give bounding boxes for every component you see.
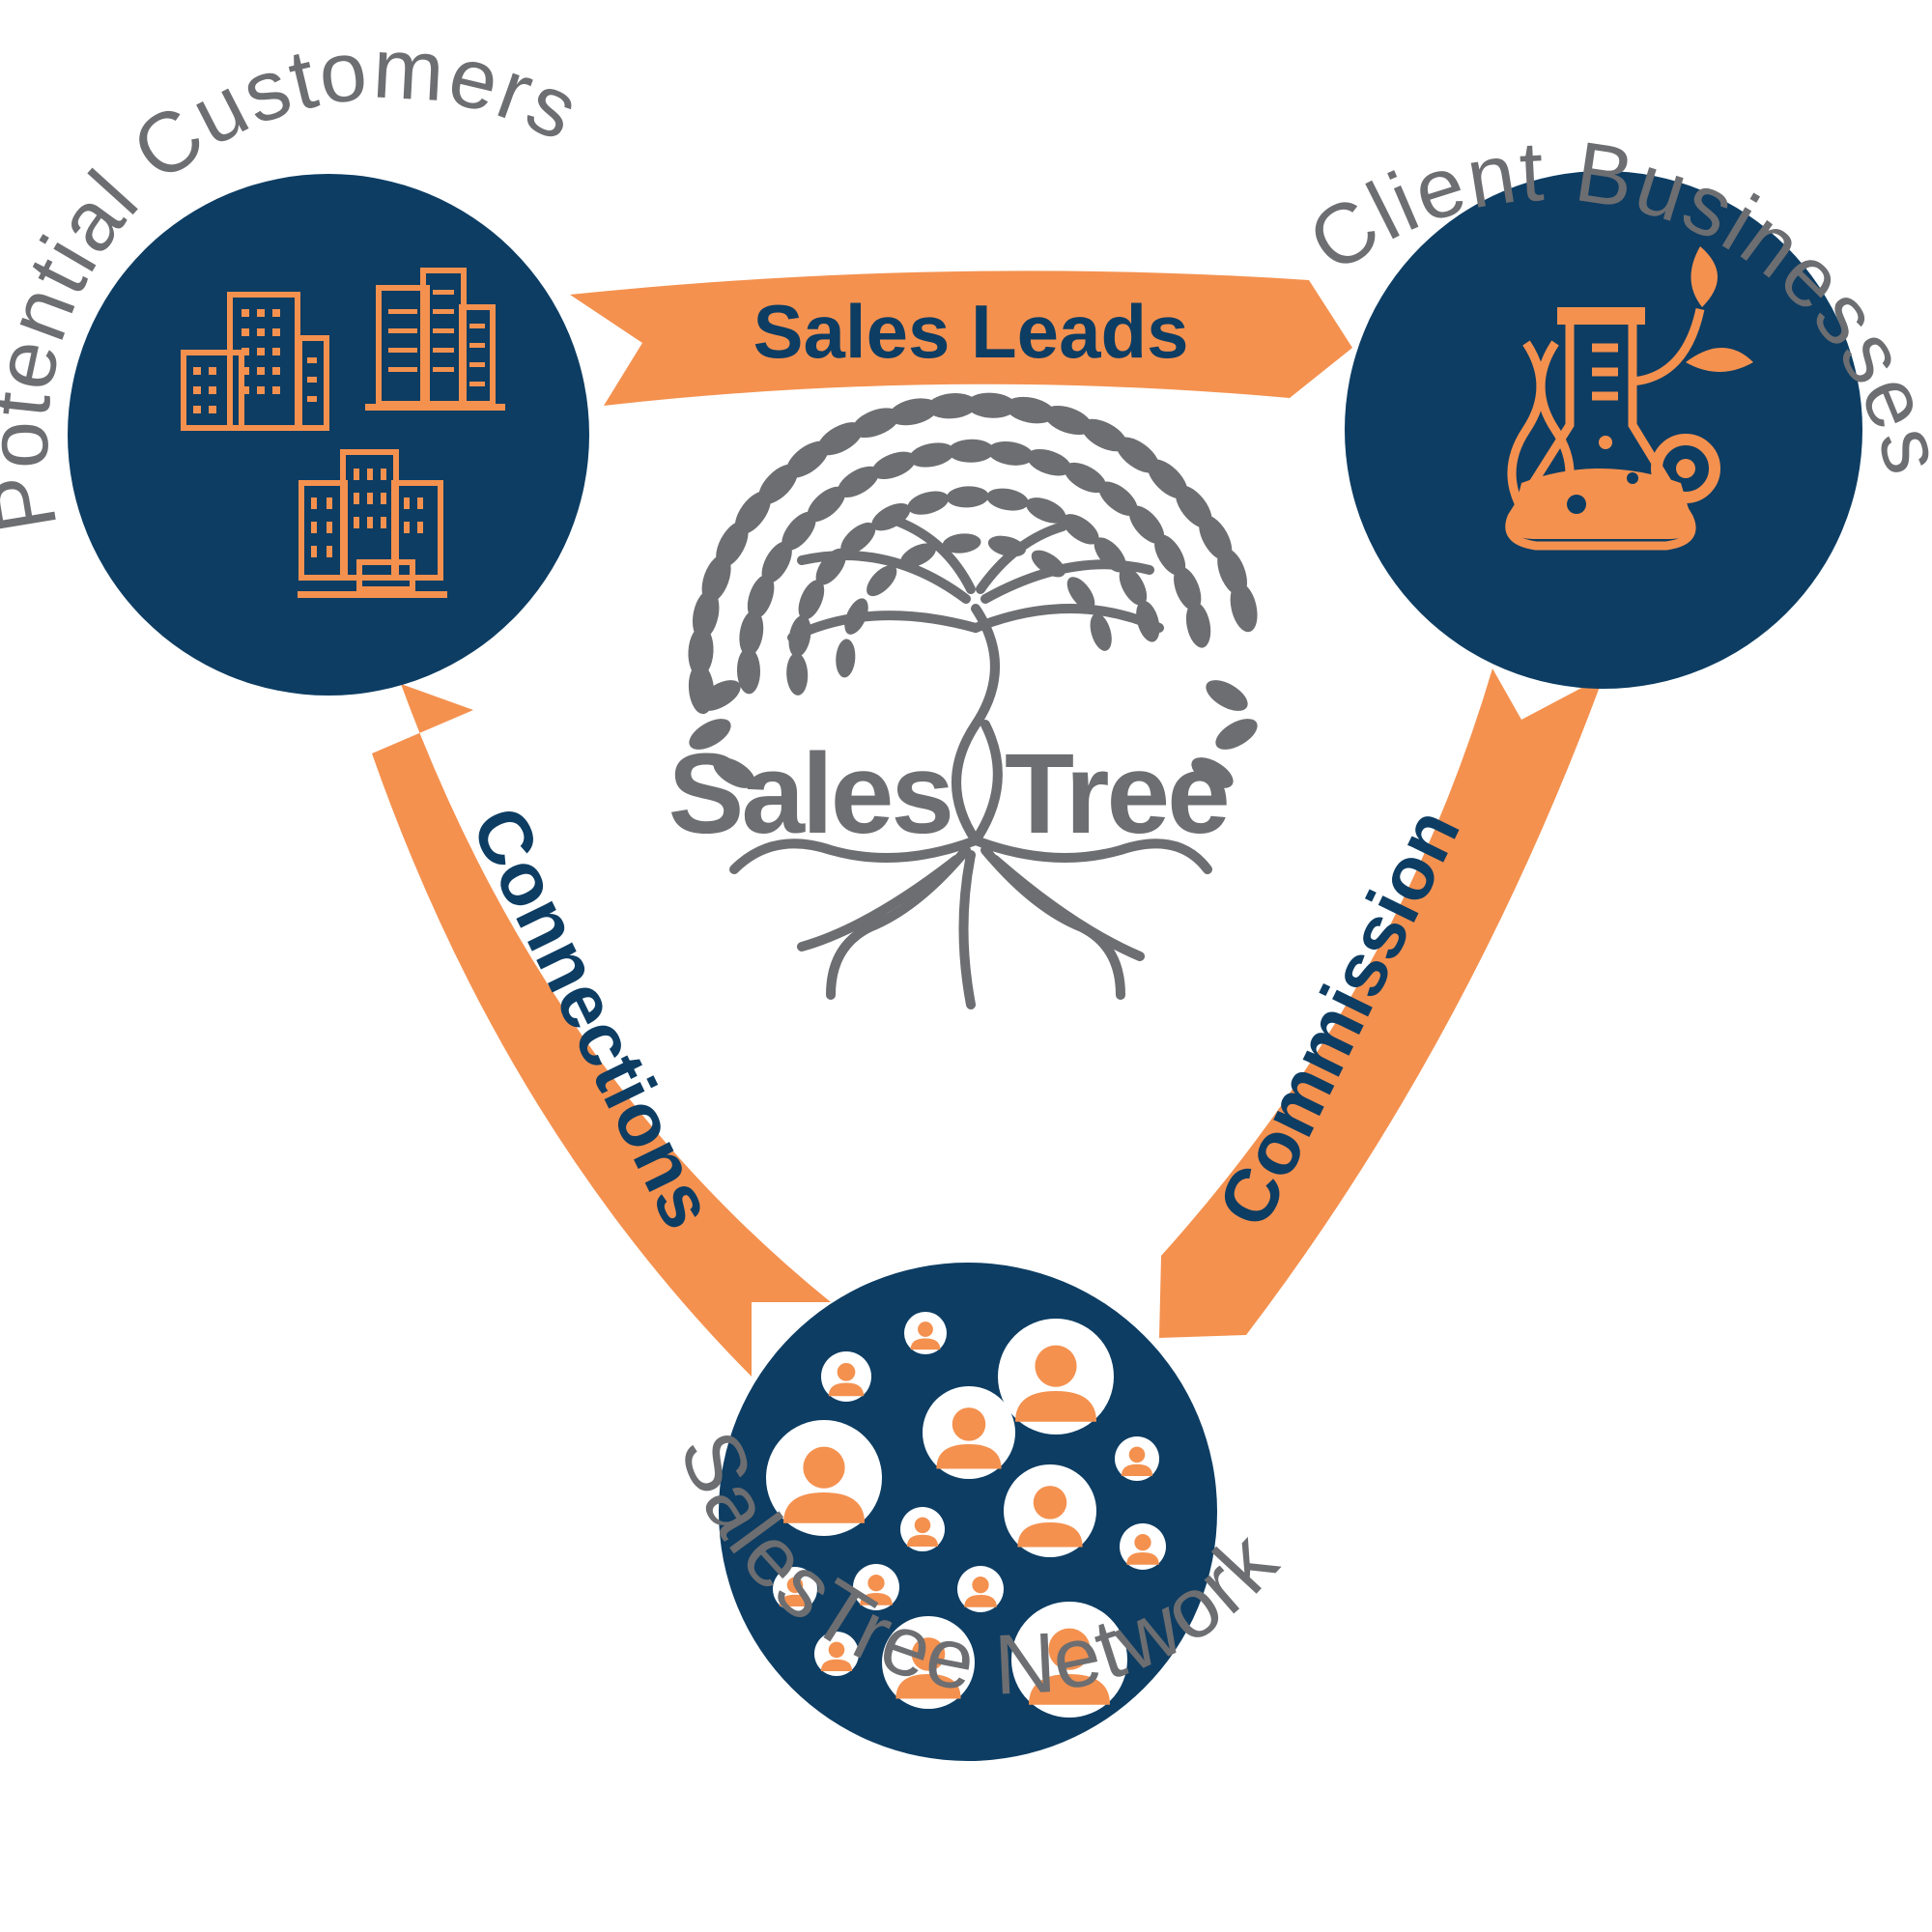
leaf-icon xyxy=(739,610,764,657)
leaf-icon xyxy=(1043,405,1093,436)
person-avatar-icon xyxy=(1115,1436,1159,1481)
leaf-icon xyxy=(867,565,897,597)
office-buildings-icon xyxy=(181,268,505,598)
leaf-icon xyxy=(926,393,978,419)
leaf-icon xyxy=(900,543,936,568)
leaf-icon xyxy=(747,574,775,619)
leaf-icon xyxy=(1066,577,1095,611)
leaf-icon xyxy=(986,488,1029,511)
leaf-icon xyxy=(1081,418,1127,452)
node-client-businesses xyxy=(1345,171,1862,689)
leaf-icon xyxy=(987,535,1026,557)
leaf-icon xyxy=(1026,448,1072,476)
person-avatar-icon xyxy=(814,1632,859,1676)
leaf-icon xyxy=(838,466,879,498)
node-salestree-network xyxy=(719,1263,1217,1761)
person-avatar-icon xyxy=(773,1567,817,1611)
leaf-icon xyxy=(1090,612,1112,651)
sales-leads-label: Sales Leads xyxy=(753,289,1189,374)
node-potential-customers xyxy=(68,174,589,696)
person-avatar-icon xyxy=(1011,1602,1127,1718)
person-avatar-icon xyxy=(766,1420,882,1536)
leaf-icon xyxy=(761,541,792,583)
person-avatar-icon xyxy=(904,1312,947,1354)
leaf-icon xyxy=(987,440,1034,466)
leaf-icon xyxy=(1153,534,1186,577)
leaf-icon xyxy=(948,439,995,463)
leaf-icon xyxy=(1005,396,1056,424)
leaf-icon xyxy=(1215,719,1258,750)
person-avatar-icon xyxy=(821,1351,871,1402)
leaf-icon xyxy=(966,392,1017,418)
leaf-icon xyxy=(1119,566,1148,606)
leaf-icon xyxy=(786,652,809,696)
leaf-icon xyxy=(1191,757,1234,788)
tree-leaves xyxy=(688,392,1258,788)
leaf-icon xyxy=(815,548,846,585)
leaf-icon xyxy=(807,486,846,523)
leaf-icon xyxy=(888,398,938,426)
leaf-icon xyxy=(1062,514,1099,545)
leaf-icon xyxy=(1094,537,1126,573)
leaf-icon xyxy=(788,614,811,658)
leaf-icon xyxy=(946,486,989,508)
leaf-icon xyxy=(1128,505,1165,544)
person-avatar-icon xyxy=(998,1319,1114,1435)
people-network-icon xyxy=(766,1312,1166,1718)
tree-with-roots-icon xyxy=(729,517,1212,1009)
leaf-icon xyxy=(798,580,825,620)
leaf-icon xyxy=(1136,600,1160,642)
leaf-icon xyxy=(840,522,876,555)
leaf-icon xyxy=(688,626,714,677)
leaf-icon xyxy=(1064,462,1107,494)
leaf-icon xyxy=(817,422,864,456)
leaf-icon xyxy=(908,442,955,468)
logo-word-sales: Sales xyxy=(668,730,952,858)
leaf-icon xyxy=(689,719,731,750)
person-avatar-icon xyxy=(957,1566,1004,1612)
leaf-icon xyxy=(871,502,911,531)
person-avatar-icon xyxy=(900,1507,945,1551)
salestree-logo: Sales Tree xyxy=(668,392,1258,1009)
leaf-icon xyxy=(836,639,856,678)
leaf-icon xyxy=(736,647,761,695)
person-avatar-icon xyxy=(853,1564,899,1610)
arrow-sales-leads: Sales Leads xyxy=(570,270,1352,406)
leaf-icon xyxy=(871,451,917,479)
person-avatar-icon xyxy=(1120,1523,1166,1570)
leaf-icon xyxy=(1185,602,1211,648)
leaf-icon xyxy=(1230,582,1258,633)
leaf-icon xyxy=(851,408,900,439)
leaf-icon xyxy=(1098,481,1138,516)
leaf-icon xyxy=(713,757,755,788)
person-avatar-icon xyxy=(1004,1464,1096,1557)
leaf-icon xyxy=(844,598,868,635)
leaf-icon xyxy=(1206,680,1248,711)
leaf-icon xyxy=(1174,566,1202,611)
lab-flask-dna-icon xyxy=(1505,246,1753,551)
leaf-icon xyxy=(1031,550,1065,578)
logo-word-tree: Tree xyxy=(1005,730,1228,858)
person-avatar-icon xyxy=(923,1386,1015,1479)
leaf-icon xyxy=(781,511,816,552)
leaf-icon xyxy=(1026,497,1066,524)
leaf-icon xyxy=(907,491,950,515)
leaf-icon xyxy=(698,680,741,711)
person-avatar-icon xyxy=(882,1616,975,1709)
leaf-icon xyxy=(942,533,981,554)
